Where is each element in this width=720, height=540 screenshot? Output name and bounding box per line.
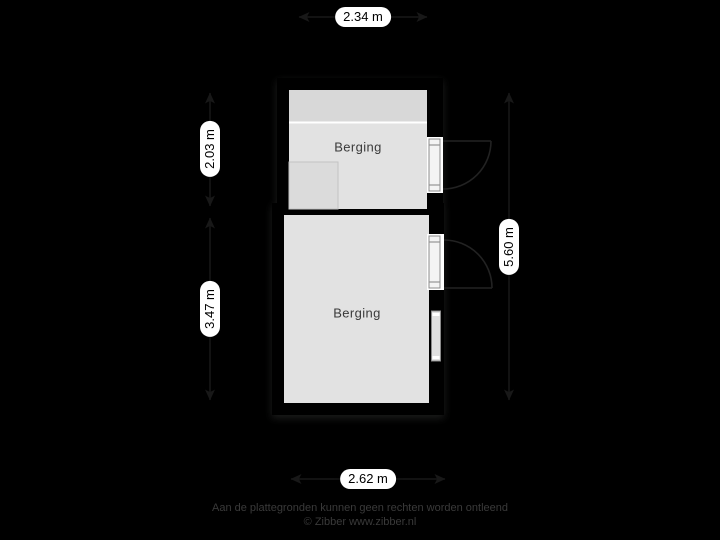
lower-door-hinge-cap-bottom [429,281,440,283]
window-cap-bottom [432,356,440,359]
window-cap-top [432,313,440,316]
upper-room-door [427,137,492,193]
lower-room-door [427,234,493,290]
upper-door-panel [428,138,441,192]
dimension-label-right: 5.60 m [499,219,519,275]
lower-room-floor [284,215,429,403]
lower-room-window [431,310,441,362]
upper-door-hinge-cap-bottom [429,184,440,186]
footer-disclaimer: Aan de plattegronden kunnen geen rechten… [211,502,508,514]
lower-door-hinge-cap-top [429,241,440,243]
dimension-label-left-lower: 3.47 m [200,281,220,337]
upper-room-band-divider-line [289,121,427,124]
upper-room [288,90,427,210]
footer: Aan de plattegronden kunnen geen rechten… [0,501,720,529]
upper-room-corner-block [288,161,339,210]
dimension-label-top: 2.34 m [335,7,391,27]
lower-room [284,215,429,403]
lower-door-swing-arc [443,239,493,289]
upper-door-hinge-cap-top [429,144,440,146]
dimension-label-left-upper: 2.03 m [200,121,220,177]
upper-room-name: Berging [334,139,382,155]
upper-room-ceiling-band [289,90,427,123]
footer-credit: © Zibber www.zibber.nl [303,516,417,528]
dimension-label-bottom: 2.62 m [340,469,396,489]
window-frame [431,310,441,362]
lower-room-name: Berging [333,305,381,321]
upper-door-swing-arc [442,140,492,190]
lower-door-panel [428,235,441,289]
